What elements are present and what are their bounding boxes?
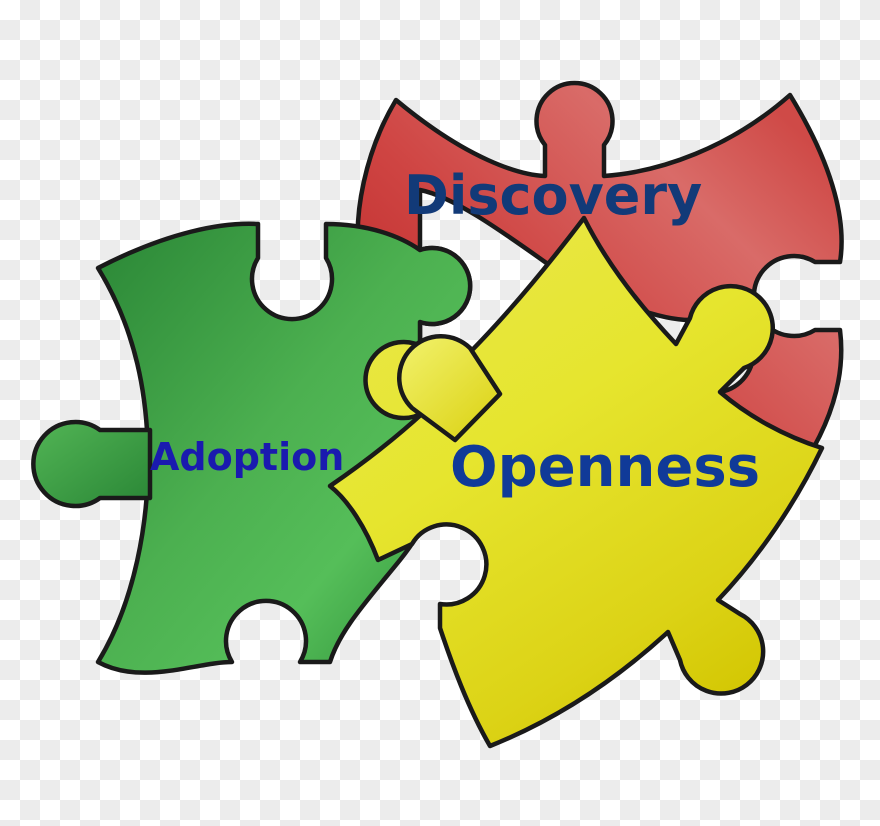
adoption-left-knob — [31, 419, 153, 509]
discovery-label: Discovery — [404, 164, 702, 227]
openness-label: Openness — [450, 435, 760, 500]
openness-upper-knob — [397, 334, 503, 443]
puzzle-piece-openness[interactable]: Openness — [327, 215, 825, 749]
adoption-label: Adoption — [150, 435, 344, 479]
openness-piece-shape — [327, 215, 825, 749]
